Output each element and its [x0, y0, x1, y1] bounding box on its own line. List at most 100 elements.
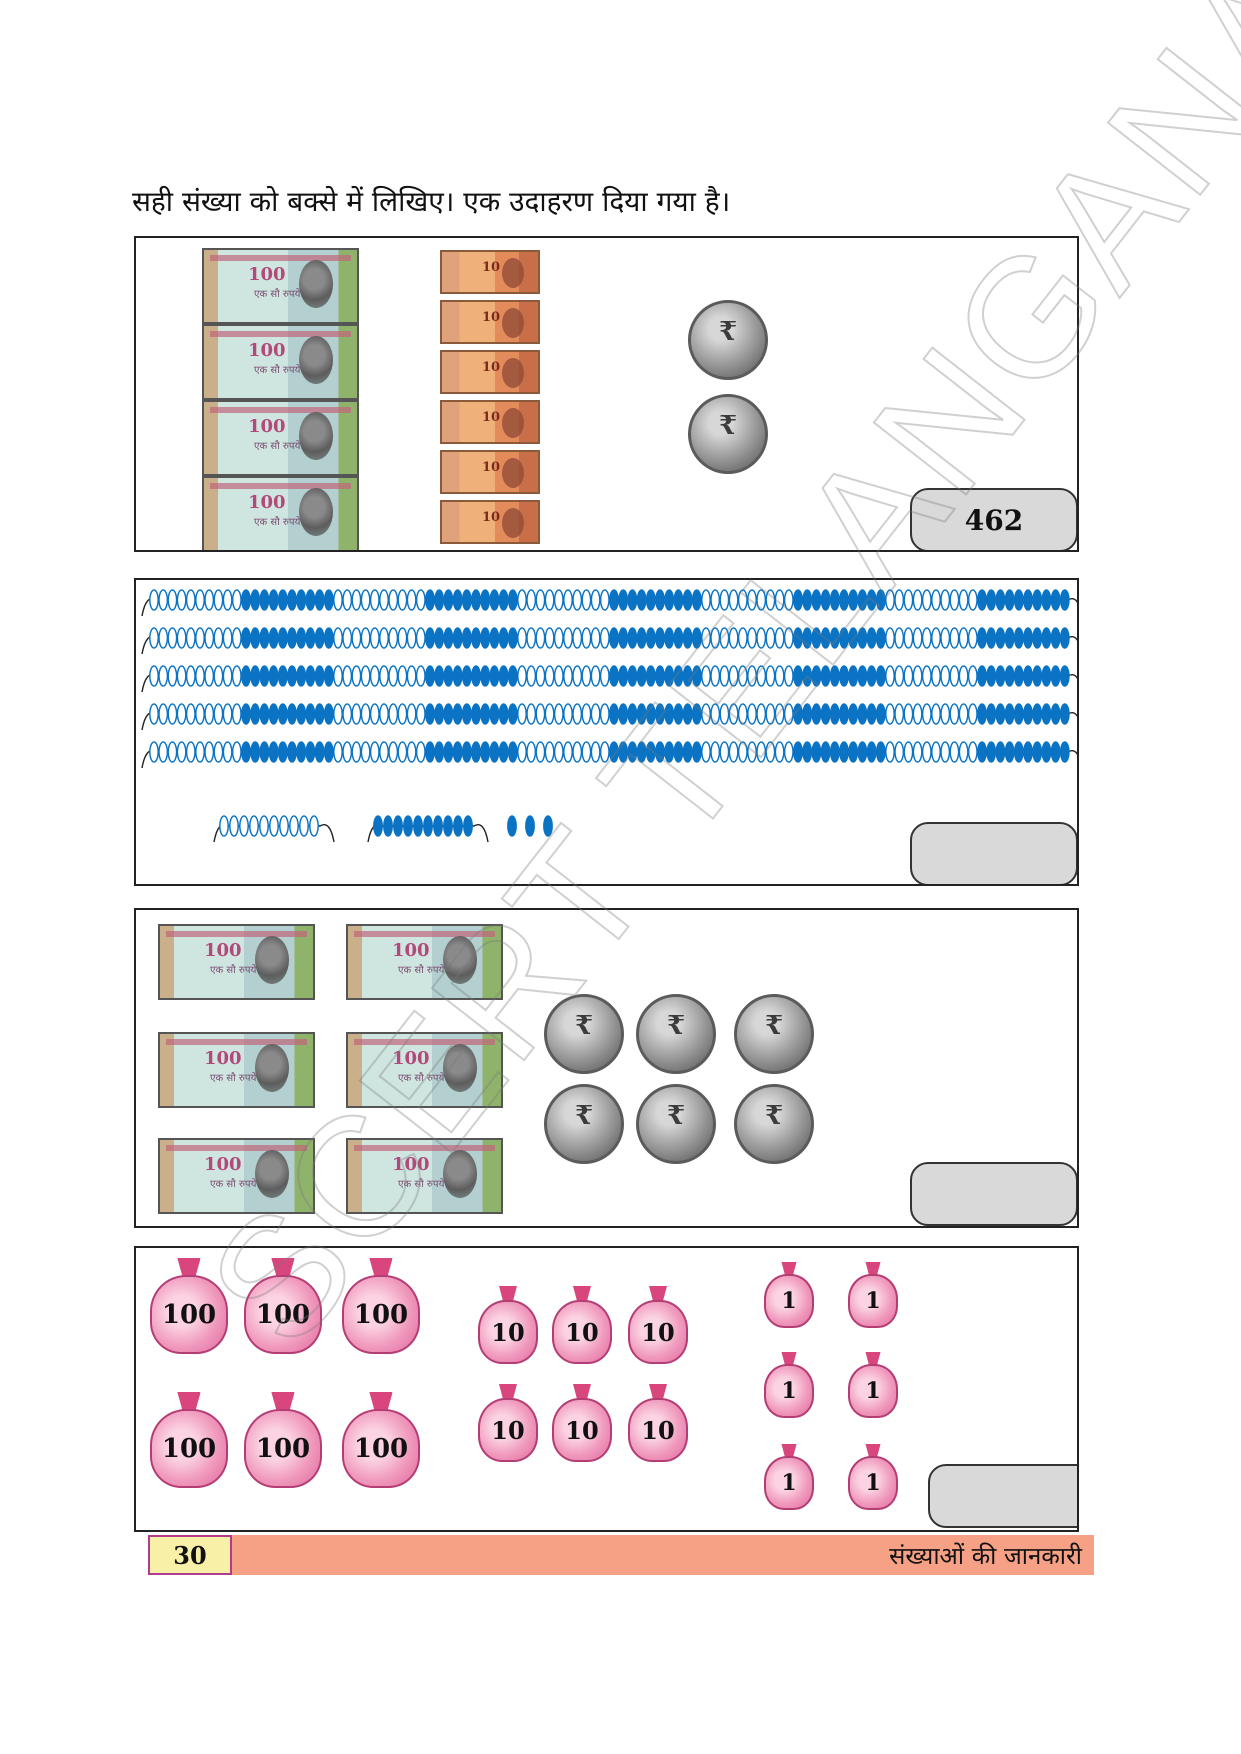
answer-box[interactable] — [910, 1162, 1077, 1226]
bead-hollow — [783, 665, 794, 687]
bead-hollow — [526, 741, 537, 763]
bead-hollow — [747, 589, 757, 611]
bead-filled — [241, 627, 251, 649]
bead-filled — [829, 665, 840, 687]
bead-filled — [875, 703, 886, 725]
bead-hollow — [333, 627, 343, 649]
bead-hollow — [415, 741, 426, 763]
bead-filled — [848, 665, 859, 687]
portrait-icon — [299, 336, 333, 384]
bead-filled — [287, 665, 297, 687]
bead-hollow — [765, 627, 776, 649]
bead-filled — [1041, 627, 1052, 649]
bead-hollow — [774, 665, 785, 687]
bead-filled — [793, 741, 803, 763]
bead-hollow — [701, 589, 711, 611]
bead-filled — [636, 665, 647, 687]
bead-hollow — [894, 741, 905, 763]
bead-filled — [480, 589, 491, 611]
bead-filled — [403, 815, 413, 837]
bead-filled — [323, 589, 334, 611]
bead-filled — [691, 589, 702, 611]
bead-hollow — [728, 589, 739, 611]
bead-filled — [480, 741, 491, 763]
answer-box[interactable] — [928, 1464, 1077, 1528]
bead-filled — [1050, 703, 1061, 725]
bead-filled — [866, 703, 877, 725]
bead-hollow — [894, 589, 905, 611]
bead-filled — [664, 627, 675, 649]
bead-filled — [498, 665, 509, 687]
bead-hollow — [921, 589, 932, 611]
bead-hollow — [406, 589, 417, 611]
bead-hollow — [765, 589, 776, 611]
bead-hollow — [885, 741, 895, 763]
bead-hollow — [185, 741, 196, 763]
bead-filled — [995, 627, 1006, 649]
bead-filled — [498, 741, 509, 763]
bead-filled — [1032, 627, 1043, 649]
bead-filled — [277, 627, 288, 649]
bead-hollow — [222, 665, 233, 687]
bead-hollow — [710, 665, 721, 687]
bead-filled — [673, 741, 684, 763]
bead-filled — [609, 589, 619, 611]
bead-filled — [241, 741, 251, 763]
bead-filled — [1050, 589, 1061, 611]
bead-hollow — [710, 741, 721, 763]
bead-hollow — [710, 589, 721, 611]
bead-filled — [977, 627, 987, 649]
bead-hollow — [581, 665, 592, 687]
bead-hollow — [158, 589, 169, 611]
bead-filled — [986, 665, 997, 687]
bead-filled — [434, 589, 445, 611]
bead-filled — [314, 627, 325, 649]
bead-hollow — [517, 665, 527, 687]
bead-hollow — [397, 703, 408, 725]
bead-hollow — [213, 703, 224, 725]
bead-hollow — [783, 589, 794, 611]
one-rupee-coin: ₹ — [544, 1084, 624, 1164]
bead-hollow — [222, 589, 233, 611]
bead-hollow — [774, 741, 785, 763]
bead-filled — [461, 741, 472, 763]
money-bag-100: 100 — [150, 1392, 228, 1488]
bead-hollow — [737, 665, 748, 687]
bead-filled — [636, 703, 647, 725]
bead-filled — [543, 815, 553, 837]
bead-filled — [691, 627, 702, 649]
bead-filled — [682, 627, 693, 649]
bead-hollow — [397, 665, 408, 687]
bead-filled — [811, 703, 822, 725]
bead-hollow — [195, 703, 205, 725]
bead-filled — [268, 665, 279, 687]
answer-box[interactable] — [910, 822, 1077, 884]
portrait-icon — [443, 1044, 477, 1092]
bead-filled — [489, 703, 500, 725]
bead-hollow — [553, 627, 564, 649]
bead-hollow — [719, 741, 730, 763]
bead-hollow — [774, 703, 785, 725]
bead-filled — [250, 665, 261, 687]
bead-hollow — [517, 589, 527, 611]
bead-filled — [645, 741, 656, 763]
bead-filled — [489, 589, 500, 611]
bead-hollow — [967, 589, 978, 611]
bead-filled — [829, 589, 840, 611]
bead-filled — [866, 665, 877, 687]
bead-hollow — [213, 627, 224, 649]
bead-hollow — [553, 665, 564, 687]
bead-hollow — [259, 815, 269, 837]
portrait-icon — [299, 260, 333, 308]
bead-hollow — [195, 741, 205, 763]
bead-filled — [305, 627, 316, 649]
page-number: 30 — [148, 1535, 232, 1575]
bead-hollow — [379, 589, 389, 611]
money-bags-panel: 100 100 100 100 100 100 10 10 10 10 10 1… — [134, 1246, 1079, 1532]
bead-hollow — [342, 627, 353, 649]
bead-hollow — [149, 741, 159, 763]
bead-filled — [268, 741, 279, 763]
bead-hollow — [701, 665, 711, 687]
bead-filled — [314, 703, 325, 725]
